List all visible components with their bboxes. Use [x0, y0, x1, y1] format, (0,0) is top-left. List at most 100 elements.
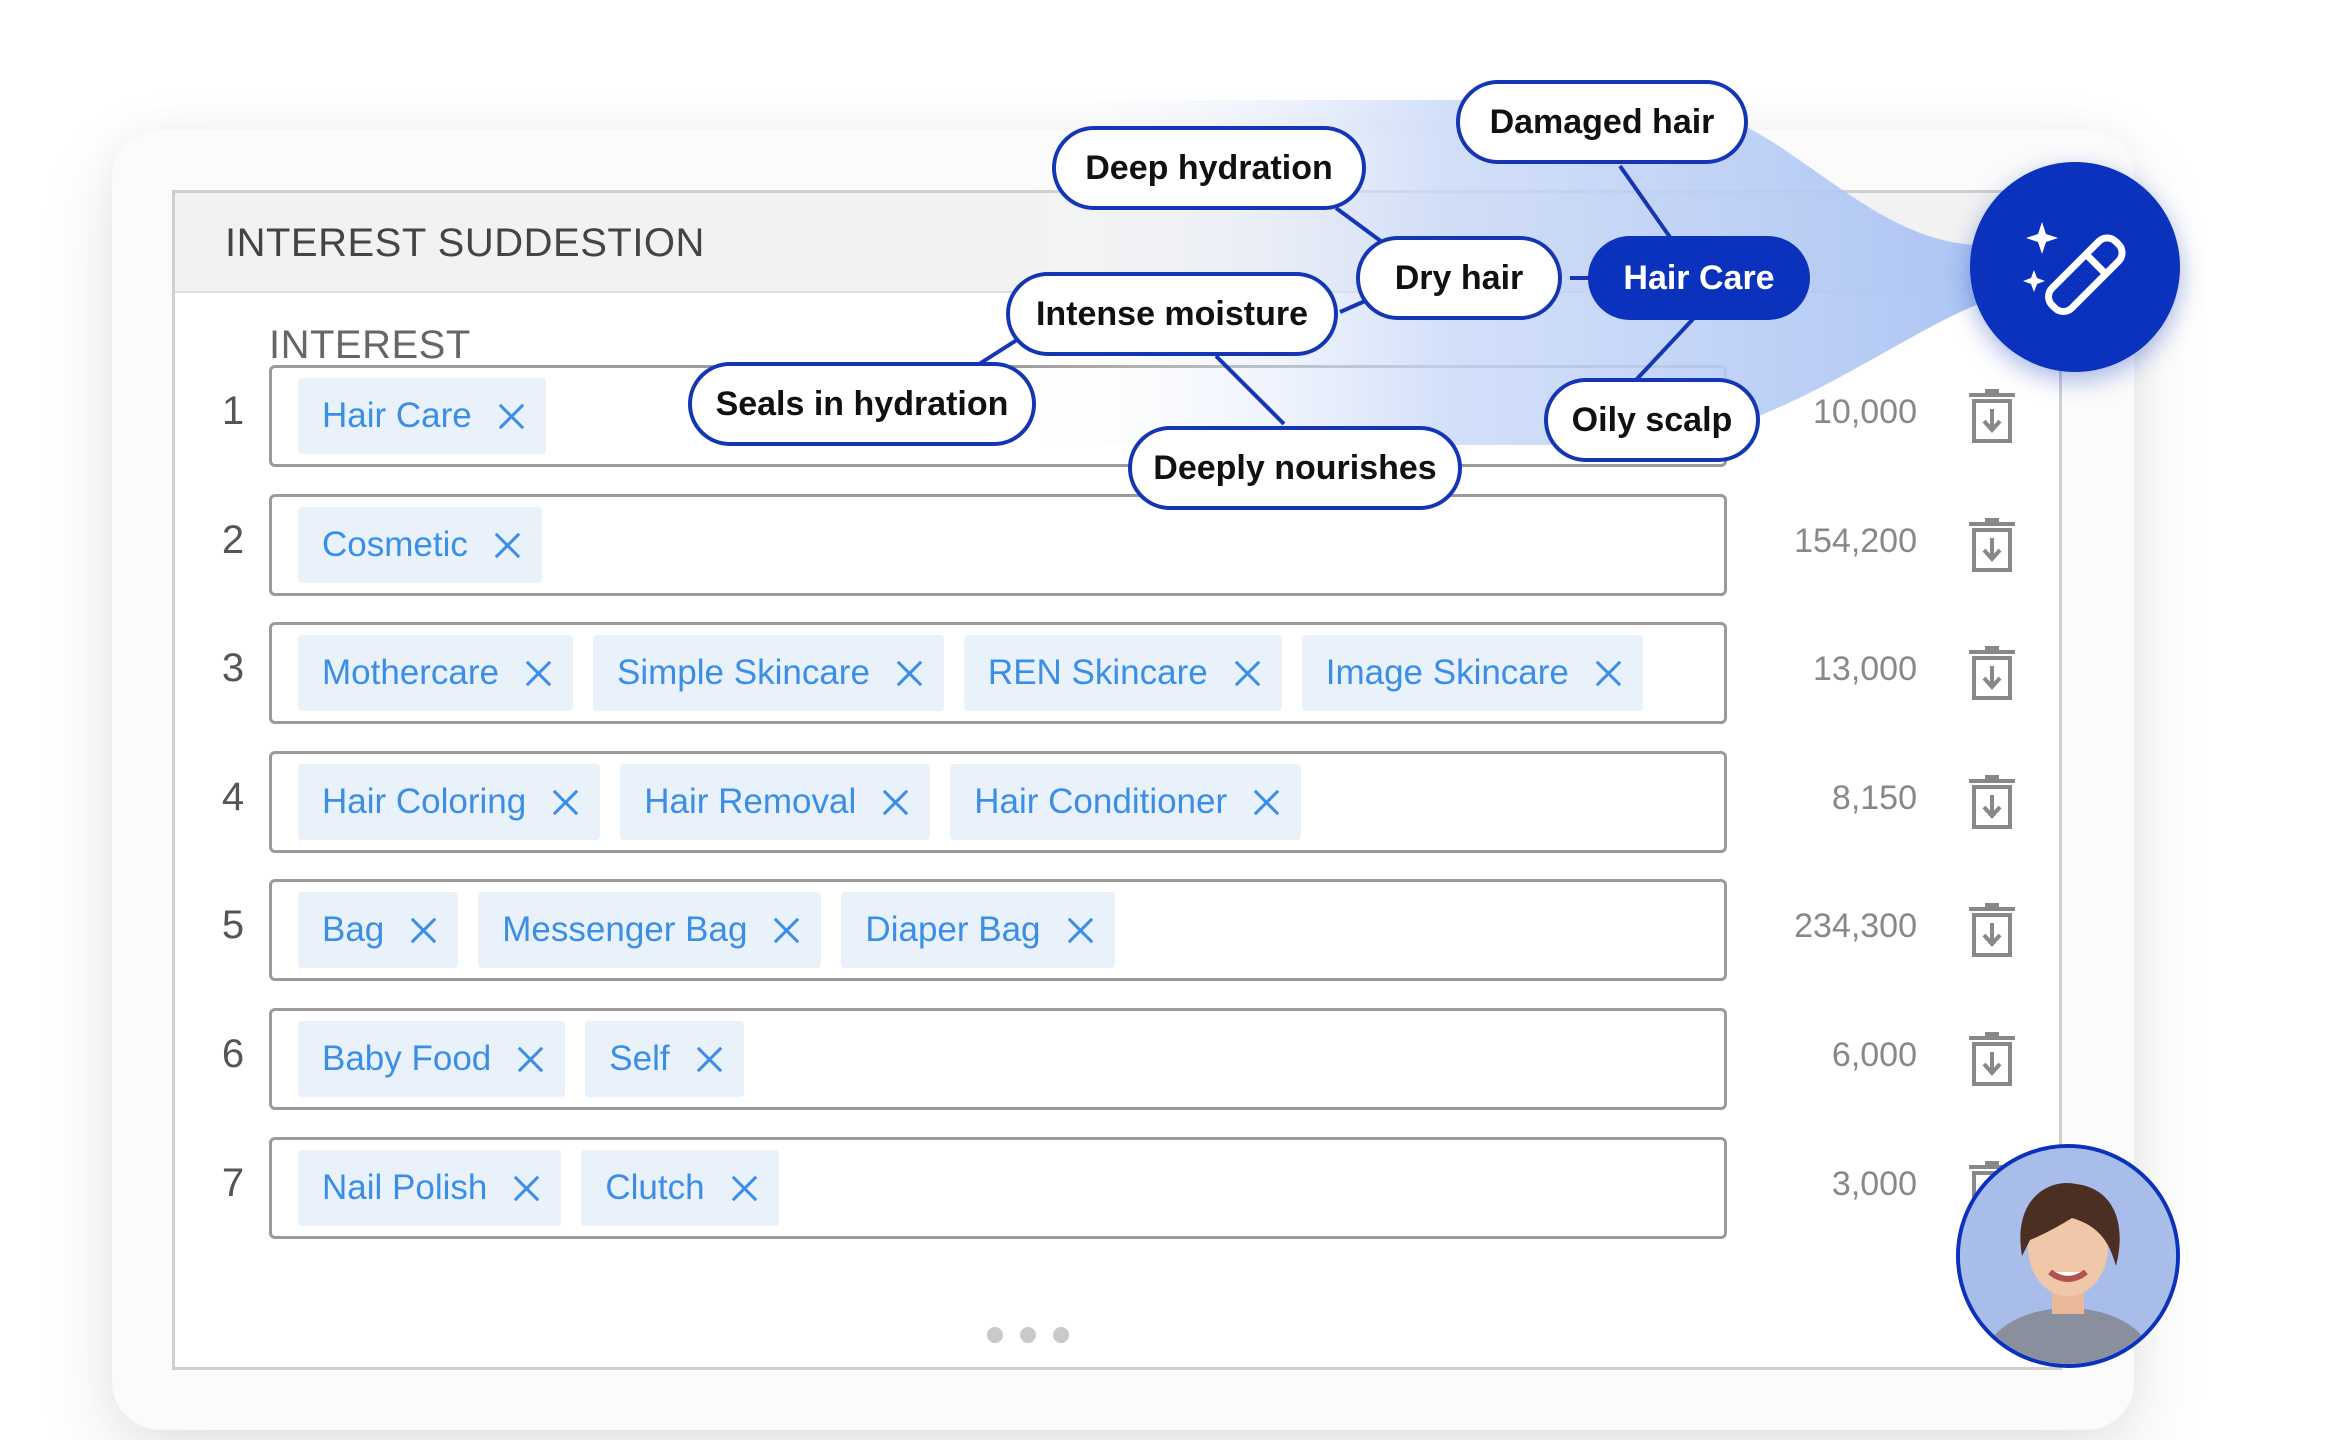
chip-label: Simple Skincare [617, 653, 870, 693]
close-icon[interactable] [731, 1175, 757, 1201]
interest-tag-input[interactable]: Bag Messenger Bag Diaper Bag [269, 879, 1727, 982]
interest-chip[interactable]: Self [585, 1021, 744, 1097]
download-trash-icon[interactable] [1965, 903, 2019, 958]
chip-label: Cosmetic [322, 524, 468, 564]
interest-chip[interactable]: Nail Polish [298, 1149, 562, 1226]
audience-count: 10,000 [1813, 393, 1917, 431]
interest-tag-input[interactable]: Hair Coloring Hair Removal Hair Conditione… [269, 750, 1727, 853]
interest-chip[interactable]: Messenger Bag [478, 892, 822, 969]
chip-label: Messenger Bag [502, 910, 748, 950]
close-icon[interactable] [773, 917, 799, 943]
interest-tag-input[interactable]: Baby Food Self [269, 1008, 1727, 1110]
interest-chip[interactable]: Hair Removal [620, 763, 931, 840]
interest-row: 5 Bag Messenger Bag Diaper Bag 234,300 [175, 879, 2059, 982]
mindmap-node-oily-scalp[interactable]: Oily scalp [1544, 378, 1760, 462]
magic-suggest-button[interactable] [1970, 162, 2180, 372]
close-icon[interactable] [1067, 917, 1093, 943]
panel-title: INTEREST SUDDESTION [225, 221, 705, 265]
more-pagination-dots[interactable] [987, 1327, 1069, 1343]
chip-label: Hair Coloring [322, 781, 527, 821]
chip-label: Hair Removal [644, 781, 857, 821]
mindmap-node-hair-care[interactable]: Hair Care [1588, 236, 1810, 320]
close-icon[interactable] [1595, 660, 1621, 686]
audience-count: 13,000 [1813, 650, 1917, 689]
audience-count: 8,150 [1831, 778, 1917, 817]
interest-chip[interactable]: Mothercare [298, 635, 574, 712]
download-trash-icon[interactable] [1965, 646, 2019, 701]
mindmap-node-deeply-nourishes[interactable]: Deeply nourishes [1128, 426, 1462, 510]
interest-row: 6 Baby Food Self 6,000 [175, 1008, 2059, 1110]
user-avatar[interactable] [1956, 1144, 2180, 1368]
row-number: 6 [221, 1032, 245, 1076]
close-icon[interactable] [882, 789, 908, 815]
chip-label: Baby Food [322, 1039, 492, 1078]
magic-wand-icon [2023, 222, 2126, 315]
close-icon[interactable] [896, 660, 922, 686]
chip-label: Diaper Bag [865, 910, 1041, 950]
chip-label: Hair Conditioner [974, 781, 1228, 821]
audience-count: 234,300 [1794, 907, 1917, 946]
interest-row: 2 Cosmetic 154,200 [175, 493, 2059, 596]
interest-chip[interactable]: Hair Coloring [298, 763, 601, 840]
close-icon[interactable] [1234, 660, 1260, 686]
chip-label: Image Skincare [1325, 653, 1569, 693]
download-trash-icon[interactable] [1965, 517, 2019, 572]
interest-chip[interactable]: Hair Conditioner [950, 763, 1302, 840]
mindmap-node-deep-hydration[interactable]: Deep hydration [1052, 126, 1366, 210]
interest-column-label: INTEREST [269, 323, 471, 367]
interest-chip[interactable]: Baby Food [298, 1021, 566, 1097]
dot [1020, 1327, 1036, 1343]
interest-chip[interactable]: Simple Skincare [593, 635, 944, 712]
interest-tag-input[interactable]: Mothercare Simple Skincare REN Skincare Ima… [269, 622, 1727, 725]
interest-tag-input[interactable]: Nail Polish Clutch [269, 1136, 1727, 1239]
close-icon[interactable] [696, 1046, 722, 1072]
close-icon[interactable] [410, 917, 436, 943]
audience-count: 6,000 [1831, 1036, 1917, 1074]
close-icon[interactable] [513, 1175, 539, 1201]
row-number: 2 [221, 517, 245, 562]
interest-chip[interactable]: Bag [298, 892, 459, 969]
close-icon[interactable] [494, 532, 520, 558]
audience-count: 154,200 [1794, 521, 1917, 560]
interest-chip[interactable]: Hair Care [298, 378, 546, 454]
row-number: 1 [221, 389, 245, 433]
row-number: 4 [221, 774, 245, 819]
download-trash-icon[interactable] [1965, 774, 2019, 829]
mindmap-node-seals-in-hydration[interactable]: Seals in hydration [688, 362, 1036, 446]
interest-tag-input[interactable]: Cosmetic [269, 493, 1727, 596]
interest-row: 1 Hair Care 10,000 [175, 365, 2059, 467]
chip-label: Mothercare [322, 653, 500, 693]
chip-label: Bag [322, 910, 385, 950]
close-icon[interactable] [1253, 789, 1279, 815]
chip-label: Self [609, 1039, 670, 1078]
download-trash-icon[interactable] [1965, 1032, 2019, 1086]
avatar-portrait [1960, 1148, 2176, 1364]
chip-label: Nail Polish [322, 1167, 488, 1207]
interest-chip[interactable]: Diaper Bag [841, 892, 1115, 969]
chip-label: REN Skincare [987, 653, 1208, 693]
dot [987, 1327, 1003, 1343]
row-number: 7 [221, 1160, 245, 1205]
download-trash-icon[interactable] [1965, 389, 2019, 443]
interest-chip[interactable]: REN Skincare [963, 635, 1282, 712]
mindmap-node-intense-moisture[interactable]: Intense moisture [1006, 272, 1338, 356]
interest-chip[interactable]: Cosmetic [298, 506, 542, 583]
interest-row: 7 Nail Polish Clutch 3,000 [175, 1136, 2059, 1239]
row-number: 3 [221, 646, 245, 691]
mindmap-node-dry-hair[interactable]: Dry hair [1356, 236, 1562, 320]
dot [1053, 1327, 1069, 1343]
audience-count: 3,000 [1831, 1164, 1917, 1203]
mindmap-node-damaged-hair[interactable]: Damaged hair [1456, 80, 1748, 164]
close-icon[interactable] [517, 1046, 543, 1072]
chip-label: Hair Care [322, 396, 472, 435]
close-icon[interactable] [552, 789, 578, 815]
interest-chip[interactable]: Image Skincare [1301, 635, 1643, 712]
interest-row: 3 Mothercare Simple Skincare REN Skincare Im… [175, 622, 2059, 725]
interest-row: 4 Hair Coloring Hair Removal Hair Condition… [175, 750, 2059, 853]
row-number: 5 [221, 903, 245, 948]
interest-chip[interactable]: Clutch [581, 1149, 779, 1226]
chip-label: Clutch [605, 1167, 705, 1207]
close-icon[interactable] [498, 403, 524, 429]
close-icon[interactable] [525, 660, 551, 686]
